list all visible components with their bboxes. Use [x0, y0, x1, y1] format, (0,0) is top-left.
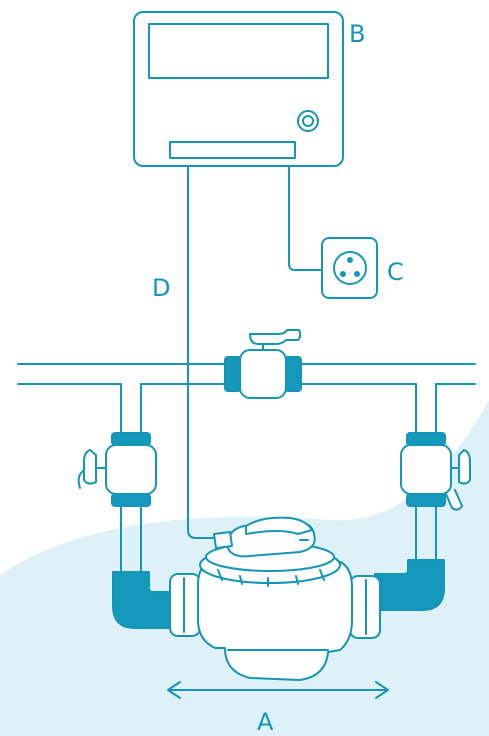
label-d: D	[152, 274, 170, 302]
main-valve	[224, 329, 302, 399]
control-box	[133, 11, 344, 167]
dimension-arrow	[167, 681, 389, 699]
label-b: B	[349, 20, 365, 48]
power-socket	[321, 237, 378, 299]
right-valve	[400, 432, 471, 511]
card-slot	[169, 141, 296, 159]
label-a: A	[257, 708, 274, 736]
right-bypass-pipe	[415, 383, 437, 561]
left-valve	[77, 432, 157, 507]
salt-cell-unit	[169, 516, 381, 681]
display-screen	[148, 23, 329, 79]
power-cable	[288, 165, 323, 271]
left-bypass-pipe	[120, 383, 142, 573]
label-c: C	[387, 258, 404, 286]
cable-d	[187, 165, 226, 539]
main-pipe	[17, 363, 476, 385]
control-knob	[297, 110, 319, 132]
